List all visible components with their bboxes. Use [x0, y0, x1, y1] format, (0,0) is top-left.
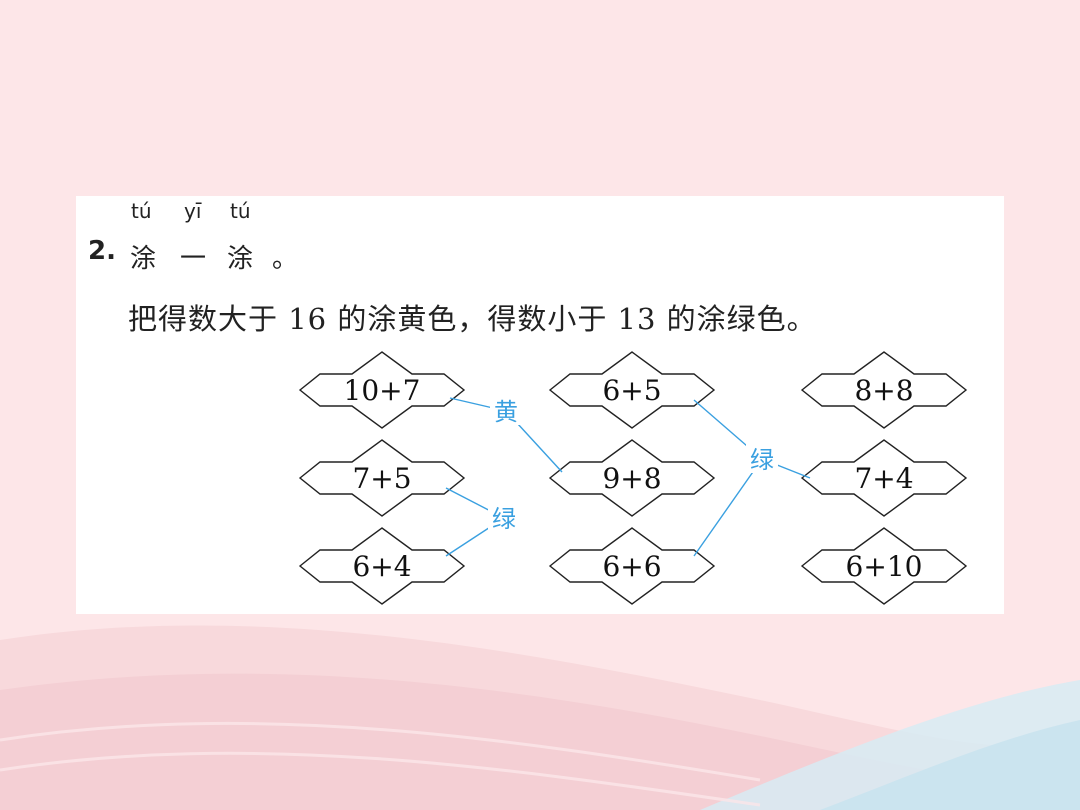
- annotation-label: 绿: [492, 505, 516, 533]
- annotation-label-bg: [746, 443, 778, 473]
- card-outline: [800, 439, 968, 517]
- title-char: 一: [180, 244, 207, 274]
- expression-card: 7+4: [800, 439, 968, 517]
- expression-label: 7+5: [352, 462, 411, 495]
- expression-card: 6+5: [548, 351, 716, 429]
- expression-card: 6+4: [298, 527, 466, 605]
- instruction-text: 把得数大于 16 的涂黄色，得数小于 13 的涂绿色。: [128, 302, 817, 336]
- expression-label: 10+7: [344, 374, 421, 407]
- card-outline: [298, 351, 466, 429]
- expression-label: 6+4: [352, 550, 411, 583]
- title-char: 。: [272, 244, 299, 274]
- annotation-line: [693, 458, 763, 557]
- question-number: 2.: [88, 236, 116, 266]
- card-outline: [298, 527, 466, 605]
- exercise-card: tú yī tú 2. 涂 一 涂 。 把得数大于 16 的涂黄色，得数小于 1…: [76, 196, 1004, 614]
- annotation-label-bg: [490, 395, 522, 425]
- card-outline: [800, 527, 968, 605]
- pinyin-syllable: yī: [184, 199, 202, 223]
- expression-label: 7+4: [854, 462, 913, 495]
- expression-label: 8+8: [854, 374, 913, 407]
- expression-card: 9+8: [548, 439, 716, 517]
- expression-card: 6+10: [800, 527, 968, 605]
- card-outline: [548, 351, 716, 429]
- annotation-label: 绿: [750, 446, 774, 474]
- expression-card: 7+5: [298, 439, 466, 517]
- expression-card: 8+8: [800, 351, 968, 429]
- card-outline: [800, 351, 968, 429]
- expression-label: 9+8: [602, 462, 661, 495]
- expression-card: 6+6: [548, 527, 716, 605]
- card-outline: [548, 527, 716, 605]
- title-char: 涂: [130, 244, 157, 274]
- expression-label: 6+6: [602, 550, 661, 583]
- pinyin-syllable: tú: [230, 199, 251, 223]
- expression-label: 6+10: [846, 550, 923, 583]
- card-outline: [298, 439, 466, 517]
- annotation-label-bg: [488, 502, 520, 532]
- pinyin-syllable: tú: [131, 199, 152, 223]
- title-char: 涂: [227, 244, 254, 274]
- card-outline: [548, 439, 716, 517]
- expression-card: 10+7: [298, 351, 466, 429]
- annotation-label: 黄: [494, 398, 518, 426]
- expression-label: 6+5: [602, 374, 661, 407]
